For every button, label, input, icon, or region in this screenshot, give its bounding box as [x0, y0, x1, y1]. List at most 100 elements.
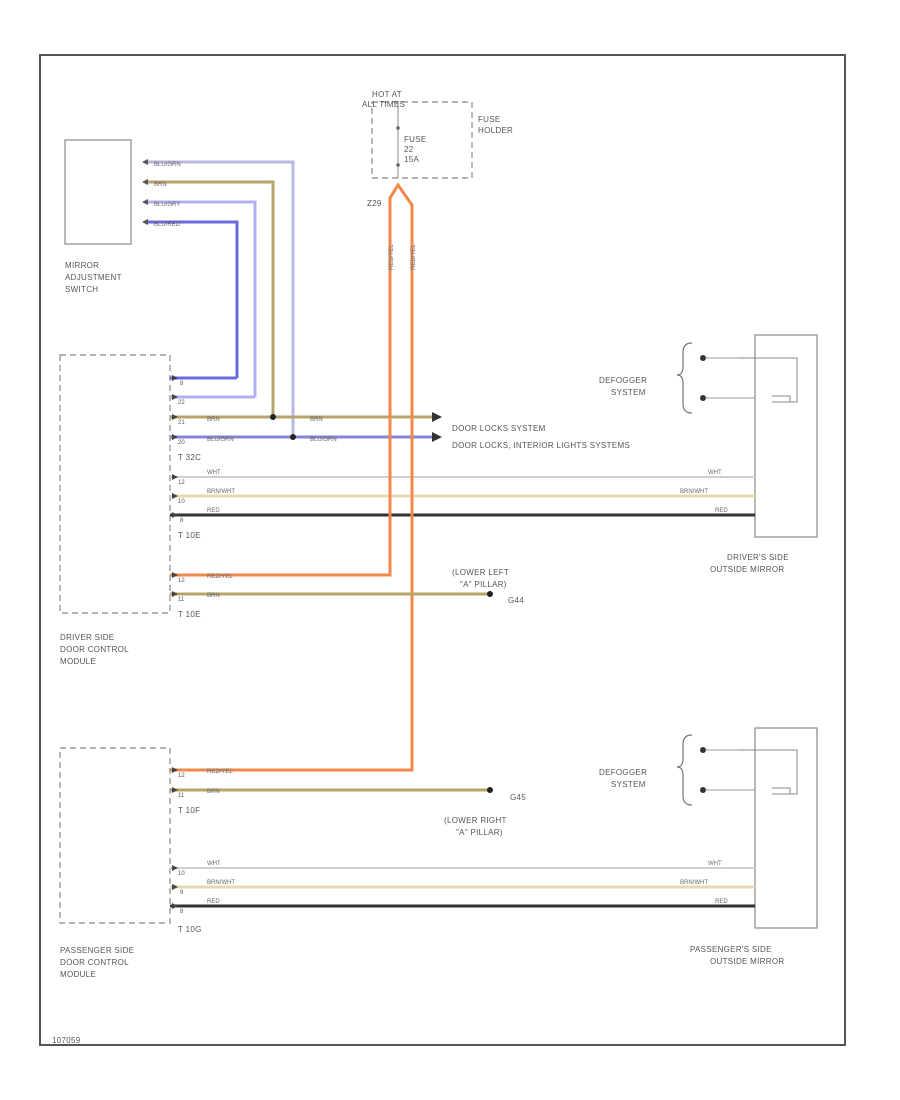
pin-d6: 10 — [178, 499, 185, 505]
wire-label-redyel-vert-1: RED/YEL — [389, 244, 395, 270]
pin-d2: 22 — [178, 400, 185, 406]
pin-d7: 8 — [180, 518, 184, 524]
pin-d8: 12 — [178, 578, 185, 584]
passenger-module-label-2: DOOR CONTROL — [60, 958, 129, 967]
wire-label-blu-grn-right: BLU/GRN — [310, 437, 337, 443]
ground-left-label-1: (LOWER LEFT — [452, 568, 509, 577]
door-locks-label: DOOR LOCKS SYSTEM — [452, 424, 546, 433]
passenger-module-label-1: PASSENGER SIDE — [60, 946, 134, 955]
pin-d3: 21 — [178, 420, 185, 426]
wire-label-blu-grn-top: BLU/GRN — [154, 162, 181, 168]
passenger-module-label-3: MODULE — [60, 970, 96, 979]
pin-d4: 20 — [178, 440, 185, 446]
connector-t10f: T 10F — [178, 806, 200, 815]
driver-outside-mirror — [754, 334, 818, 538]
fuse-label-2: 22 — [404, 145, 414, 154]
wire-label-wht-d-right: WHT — [708, 470, 722, 476]
pin-d1: 8 — [180, 381, 184, 387]
wire-label-red-p-right: RED — [715, 899, 728, 905]
diagram-frame — [39, 54, 846, 1046]
pin-d5: 12 — [178, 480, 185, 486]
wire-label-brnwht-p: BRN/WHT — [207, 880, 235, 886]
wire-label-redyel-driver: RED/YEL — [207, 574, 233, 580]
wire-label-brn-g44: BRN — [207, 593, 220, 599]
door-lock-wires — [170, 412, 442, 442]
wire-label-wht-p-right: WHT — [708, 861, 722, 867]
passenger-mirror-label-1: PASSENGER'S SIDE — [690, 945, 772, 954]
fuse-label-1: FUSE — [404, 135, 427, 144]
passenger-mirror-wires — [170, 867, 755, 908]
ground-right-label-1: G45 — [510, 793, 526, 802]
ground-g45-point — [487, 787, 493, 793]
wire-label-blu-gry-top: BLU/GRY — [154, 202, 180, 208]
door-locks-interior-label: DOOR LOCKS, INTERIOR LIGHTS SYSTEMS — [452, 441, 630, 450]
wire-blu-grn-switch — [148, 160, 295, 437]
fuse-label-3: 15A — [404, 155, 419, 164]
connector-t10e: T 10E — [178, 610, 201, 619]
driver-mirror-heater-symbol — [740, 357, 798, 403]
fuse-holder — [371, 101, 473, 179]
ground-left-label-3: G44 — [508, 596, 524, 605]
connector-t10g: T 10G — [178, 925, 202, 934]
passenger-door-control-module — [59, 747, 171, 924]
all-times-label: ALL TIMES — [362, 100, 405, 109]
wire-label-wht-d: WHT — [207, 470, 221, 476]
ground-left-label-2: "A" PILLAR) — [460, 580, 507, 589]
wire-label-red-p: RED — [207, 899, 220, 905]
driver-mirror-label-2: OUTSIDE MIRROR — [710, 565, 784, 574]
wire-label-brn-g45: BRN — [207, 789, 220, 795]
fuse-holder-label-2: HOLDER — [478, 126, 513, 135]
reference-code: 107059 — [52, 1036, 81, 1045]
wire-label-brn-right: BRN — [310, 417, 323, 423]
hot-at-label: HOT AT — [372, 90, 402, 99]
mirror-switch-label-1: MIRROR — [65, 261, 99, 270]
wire-label-brnwht-d-right: BRN/WHT — [680, 489, 708, 495]
driver-defogger-brace — [676, 342, 755, 414]
wire-blu-gry-switch — [148, 200, 257, 397]
pin-p2: 11 — [178, 793, 185, 799]
ground-right-label-3: "A" PILLAR) — [456, 828, 503, 837]
switch-wire-arrows — [142, 159, 148, 225]
wire-label-red-d-right: RED — [715, 508, 728, 514]
wire-label-redyel-passenger: RED/YEL — [207, 769, 233, 775]
mirror-adjustment-switch — [64, 139, 132, 245]
driver-mirror-label-1: DRIVER'S SIDE — [727, 553, 789, 562]
ground-right-label-2: (LOWER RIGHT — [444, 816, 507, 825]
wire-label-wht-p: WHT — [207, 861, 221, 867]
driver-module-label-3: MODULE — [60, 657, 96, 666]
driver-door-control-module — [59, 354, 171, 614]
pin-p4: 9 — [180, 890, 184, 896]
pin-d9: 11 — [178, 597, 185, 603]
module-pin-arrows — [172, 375, 178, 909]
fuse-holder-label-1: FUSE — [478, 115, 501, 124]
wire-label-brn-top: BRN — [154, 182, 167, 188]
wire-label-blu-red-top: BLU/RED — [154, 222, 181, 228]
passenger-defogger-brace — [676, 734, 755, 806]
passenger-mirror-heater-symbol — [740, 749, 798, 795]
driver-module-label-2: DOOR CONTROL — [60, 645, 129, 654]
driver-defogger-label-1: DEFOGGER — [599, 376, 647, 385]
passenger-defogger-label-1: DEFOGGER — [599, 768, 647, 777]
pin-p5: 8 — [180, 909, 184, 915]
red-yel-feed-wires — [170, 182, 414, 772]
wire-label-red-d: RED — [207, 508, 220, 514]
wire-label-brnwht-p-right: BRN/WHT — [680, 880, 708, 886]
switch-wires — [148, 160, 295, 437]
driver-mirror-wires — [170, 476, 755, 517]
ground-g44-point — [487, 591, 493, 597]
passenger-mirror-label-2: OUTSIDE MIRROR — [710, 957, 784, 966]
splice-label: Z29 — [367, 199, 382, 208]
driver-defogger-label-2: SYSTEM — [611, 388, 646, 397]
connector-t10e-driver: T 10E — [178, 531, 201, 540]
mirror-switch-label-2: ADJUSTMENT — [65, 273, 122, 282]
passenger-outside-mirror — [754, 727, 818, 929]
wire-blu-red-switch — [148, 220, 239, 378]
pin-p3: 10 — [178, 871, 185, 877]
wire-label-blu-grn-mid: BLU/GRN — [207, 437, 234, 443]
passenger-defogger-label-2: SYSTEM — [611, 780, 646, 789]
connector-t32c: T 32C — [178, 453, 201, 462]
mirror-switch-label-3: SWITCH — [65, 285, 98, 294]
wire-label-redyel-vert-2: RED/YEL — [411, 244, 417, 270]
ground-wires — [170, 591, 493, 793]
wire-label-brnwht-d: BRN/WHT — [207, 489, 235, 495]
